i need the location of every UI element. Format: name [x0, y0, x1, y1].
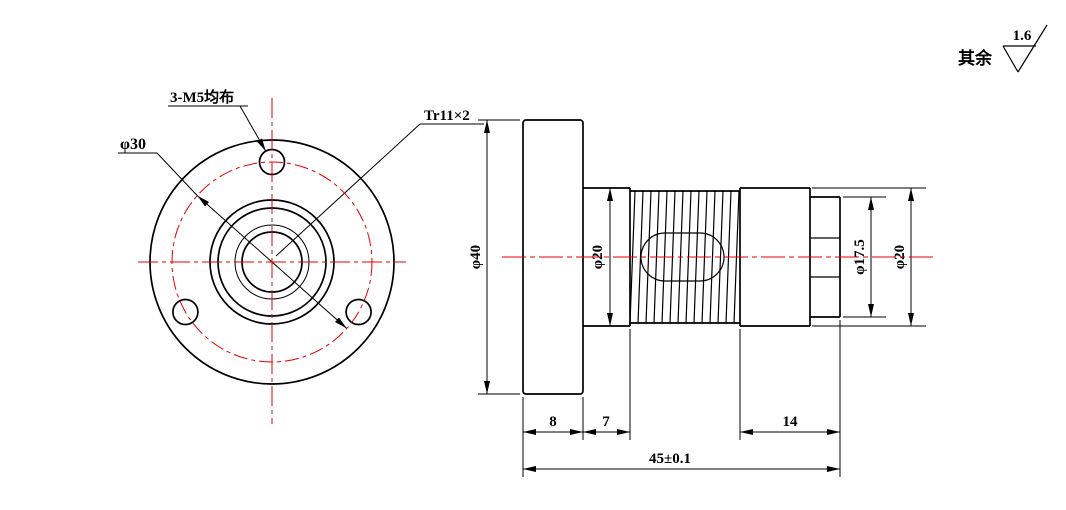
- dimensions: φ40 φ20 φ17.5 φ20: [468, 119, 926, 477]
- end-inner-dia-dimension: φ17.5: [843, 196, 886, 318]
- bolt-circle-dim-label: φ30: [120, 136, 146, 153]
- thread-spec-leader: [275, 123, 484, 257]
- bolt-circle-centerline: [171, 161, 373, 363]
- neck-width-dimension: 7: [583, 414, 630, 435]
- thread-section: [629, 188, 741, 326]
- hole-pattern-leader: [168, 105, 267, 152]
- surface-finish-note: 其余 1.6: [958, 24, 1048, 73]
- surface-roughness-value: 1.6: [1013, 28, 1032, 44]
- end-inner-dia-dim-label: φ17.5: [852, 239, 868, 275]
- hole-pattern-label: 3-M5均布: [170, 88, 234, 106]
- surface-note-prefix-label: 其余: [958, 48, 993, 68]
- thread-hatch-lines: [629, 190, 740, 324]
- overall-length-dim-label: 45±0.1: [649, 451, 691, 467]
- flange-dia-dimension: φ40: [468, 119, 520, 395]
- end-length-dimension: 14: [740, 414, 840, 435]
- thread-spec-label: Tr11×2: [424, 108, 470, 124]
- front-view: 3-M5均布 φ30 Tr11×2: [118, 88, 484, 385]
- flange-width-dimension: 8: [523, 414, 583, 435]
- flange-width-dim-label: 8: [549, 414, 557, 430]
- neck-width-dim-label: 7: [602, 414, 610, 430]
- overall-length-dimension: 45±0.1: [523, 451, 840, 472]
- end-length-dim-label: 14: [783, 414, 799, 430]
- flange-dia-dim-label: φ40: [468, 245, 484, 269]
- roughness-symbol-icon: [1002, 24, 1048, 73]
- end-outer-dia-dimension: φ20: [812, 187, 926, 327]
- centerlines: [138, 98, 934, 424]
